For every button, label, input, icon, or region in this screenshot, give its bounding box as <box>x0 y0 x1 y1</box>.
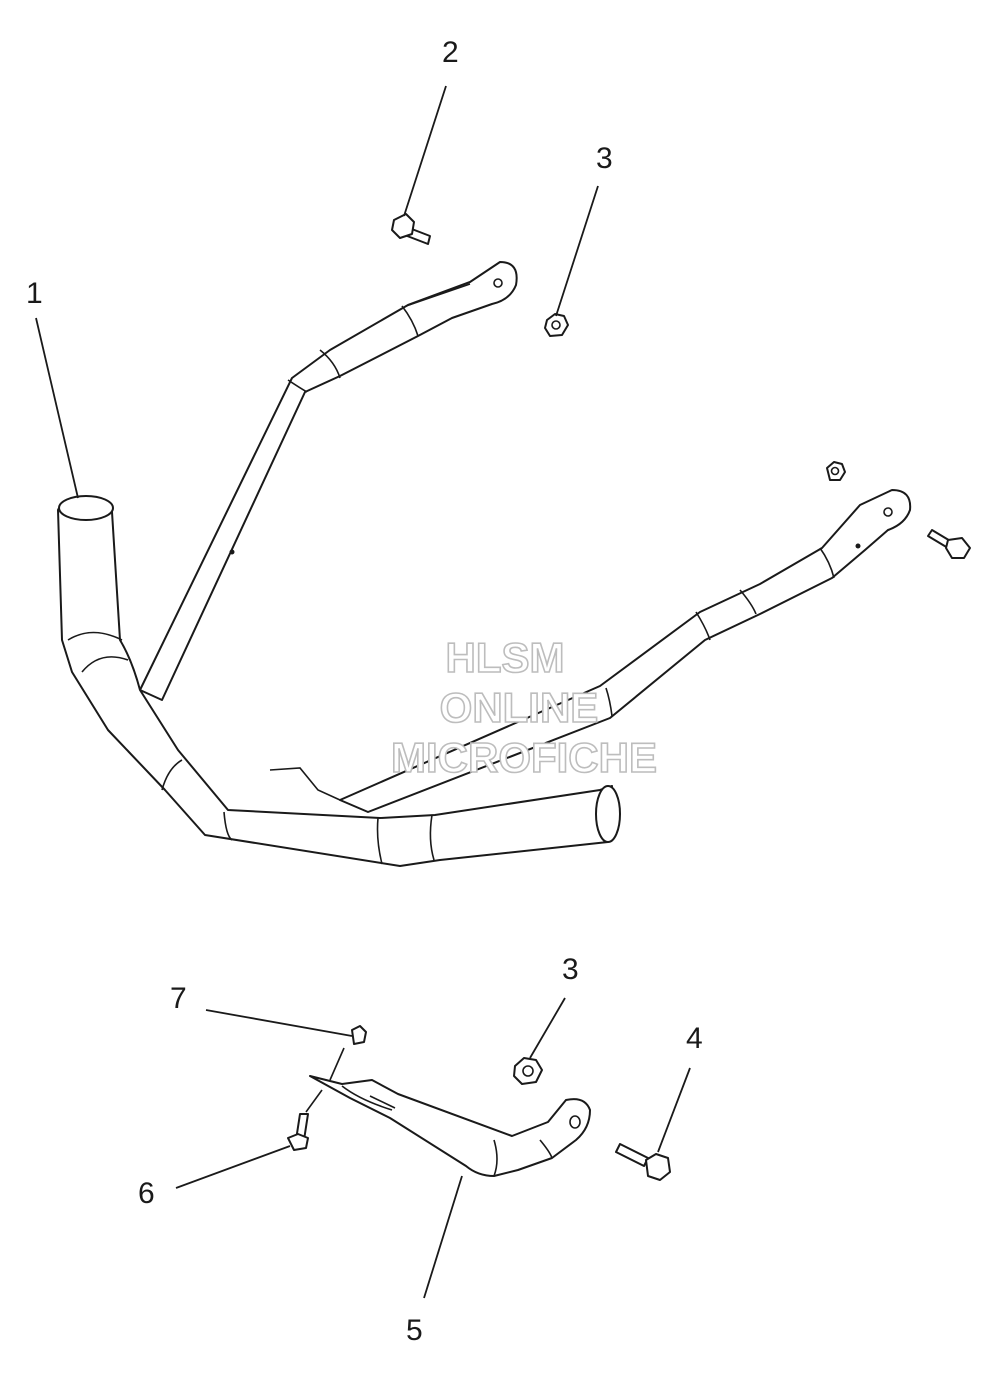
watermark-line-1: HLSM <box>446 634 565 681</box>
callout-5: 5 <box>406 1314 423 1347</box>
front-bumper-frame <box>57 261 912 867</box>
nut-part-3-top <box>544 313 569 337</box>
leader-2 <box>403 85 447 217</box>
callout-1: 1 <box>26 277 43 310</box>
leader-lines <box>35 85 691 1299</box>
clip-nut-part-7 <box>329 1025 367 1081</box>
screw-part-6 <box>287 1089 323 1151</box>
leader-3-top <box>555 185 599 317</box>
leader-7 <box>205 1009 353 1037</box>
nut-part-3-bottom <box>513 1057 543 1085</box>
leader-4 <box>657 1067 691 1153</box>
callout-3-bottom: 3 <box>562 953 579 986</box>
leader-6 <box>175 1145 291 1189</box>
leader-5 <box>423 1175 463 1299</box>
flange-bolt-right <box>927 529 971 559</box>
callout-7: 7 <box>170 982 187 1015</box>
bolt-part-2 <box>391 213 431 245</box>
leader-1 <box>35 317 79 499</box>
callout-3-top: 3 <box>596 142 613 175</box>
callout-2: 2 <box>442 36 459 69</box>
watermark-line-2: ONLINE <box>440 684 599 731</box>
watermark: HLSM ONLINE MICROFICHE <box>390 633 658 782</box>
bracket-part-5 <box>309 1075 591 1177</box>
watermark-line-3: MICROFICHE <box>391 734 657 781</box>
callouts: 1 2 3 3 4 5 6 7 <box>26 36 703 1347</box>
flange-nut <box>826 461 846 481</box>
callout-6: 6 <box>138 1177 155 1210</box>
bolt-part-4 <box>615 1143 671 1181</box>
leader-3-bottom <box>529 997 566 1059</box>
callout-4: 4 <box>686 1022 703 1055</box>
